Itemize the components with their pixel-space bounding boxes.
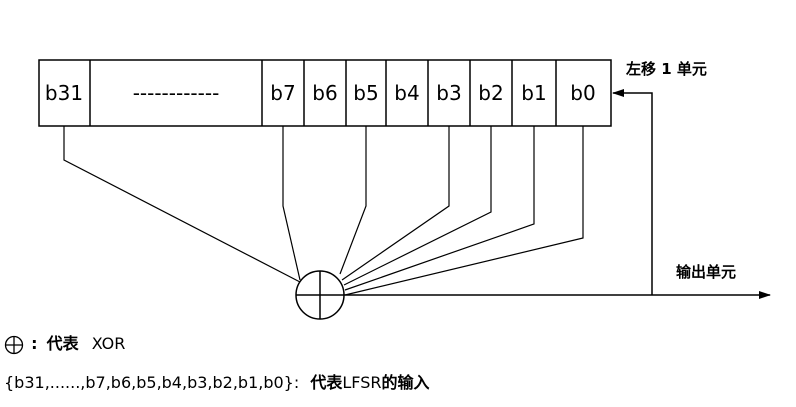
cell-b4: b4 — [394, 81, 419, 105]
cell-b6: b6 — [312, 81, 337, 105]
tap-line-b3 — [341, 126, 450, 281]
legend-xor: : 代表 XOR — [4, 330, 125, 355]
xor-legend-en: XOR — [91, 334, 126, 353]
cell-b0: b0 — [570, 81, 595, 105]
tap-line-b1 — [344, 126, 535, 291]
lfsr-desc-2: LFSR — [342, 373, 382, 392]
cell-b2: b2 — [478, 81, 503, 105]
xor-legend-cn: 代表 — [46, 334, 79, 353]
cell-b31: b31 — [45, 81, 83, 105]
legend-lfsr: {b31,......,b7,b6,b5,b4,b3,b2,b1,b0}: 代表… — [4, 369, 429, 393]
cell-dividers — [89, 60, 557, 126]
tap-line-b31 — [63, 126, 301, 283]
cell-b3: b3 — [436, 81, 461, 105]
cell-b7: b7 — [270, 81, 295, 105]
tap-line-b0 — [344, 126, 584, 296]
tap-line-b5 — [339, 126, 367, 275]
xor-legend-separator: : — [31, 334, 38, 353]
shift-register-box — [38, 59, 612, 127]
shift-left-label: 左移 1 单元 — [625, 60, 707, 78]
lfsr-desc-1: 代表 — [310, 373, 343, 392]
lfsr-set: {b31,......,b7,b6,b5,b4,b3,b2,b1,b0}: — [4, 373, 300, 392]
output-unit-label: 输出单元 — [676, 263, 736, 281]
cell-b5: b5 — [353, 81, 378, 105]
tap-line-b7 — [282, 126, 301, 281]
cell-ellipsis: ------------ — [133, 81, 220, 105]
xor-legend-icon — [4, 335, 24, 354]
tap-lines — [63, 126, 584, 296]
tap-line-b2 — [343, 126, 492, 286]
lfsr-desc-3: 的输入 — [381, 373, 430, 392]
feedback-line — [612, 89, 653, 295]
cell-b1: b1 — [521, 81, 546, 105]
xor-symbol — [295, 270, 345, 320]
